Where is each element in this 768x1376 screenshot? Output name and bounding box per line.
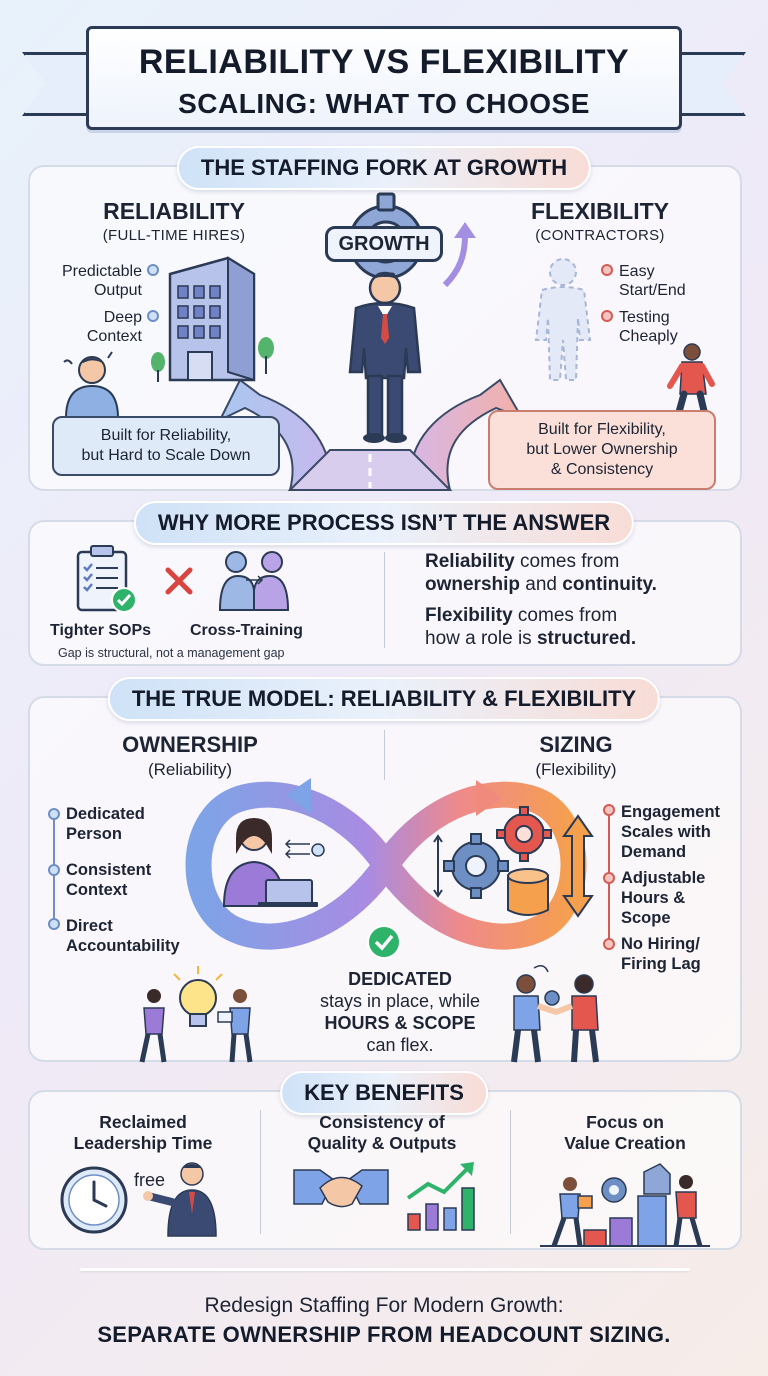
growth-arrow-icon: [442, 222, 476, 288]
cross-icon: [165, 567, 193, 595]
benefit-2-title: Consistency of Quality & Outputs: [307, 1112, 457, 1153]
section-benefits-heading: KEY BENEFITS: [280, 1071, 488, 1115]
section-model-heading: THE TRUE MODEL: RELIABILITY & FLEXIBILIT…: [107, 677, 661, 721]
gears-icon: [433, 806, 594, 918]
ownership-word: ownership: [425, 574, 521, 595]
bullet-dot: [603, 938, 615, 950]
reliability-callout: Built for Reliability, but Hard to Scale…: [52, 416, 280, 476]
building-icon: [151, 256, 274, 382]
builders-icon: [540, 1163, 710, 1247]
flexibility-title: FLEXIBILITY: [531, 198, 669, 224]
flexibility-bullet-2: Testing Cheaply: [619, 309, 678, 345]
bullet-dot: [48, 808, 60, 820]
bullet-dot: [147, 264, 159, 276]
center-text: stays in place, while: [319, 991, 481, 1011]
handshake-people-icon: [511, 965, 599, 1063]
reliability-subtitle: (FULL-TIME HIRES): [102, 227, 246, 244]
statement-text: comes from: [514, 551, 620, 572]
benefits-divider-2: [510, 1110, 511, 1234]
statement-text: how a role is: [425, 628, 537, 649]
flexibility-callout: Built for Flexibility, but Lower Ownersh…: [488, 410, 716, 490]
page-title: RELIABILITY VS FLEXIBILITY: [138, 43, 630, 81]
benefit-3-title: Focus on Value Creation: [564, 1112, 686, 1153]
reliability-title: RELIABILITY: [103, 198, 245, 224]
sizing-item-2: Adjustable Hours & Scope: [621, 869, 706, 927]
structural-gap-note: Gap is structural, not a management gap: [58, 646, 285, 660]
bullet-dot: [48, 864, 60, 876]
bullet-dot: [601, 264, 613, 276]
page-subtitle: SCALING: WHAT TO CHOOSE: [178, 88, 590, 119]
sizing-item-1: Engagement Scales with Demand: [621, 803, 721, 861]
statement-text: and: [520, 574, 563, 595]
title-banner: RELIABILITY VS FLEXIBILITY SCALING: WHAT…: [86, 26, 682, 130]
hours-scope-word: HOURS & SCOPE: [324, 1013, 476, 1033]
infinity-loop: [185, 778, 587, 950]
footer-divider: [80, 1268, 690, 1271]
footer-line-1: Redesign Staffing For Modern Growth:: [204, 1294, 564, 1317]
bullet-dot: [48, 918, 60, 930]
laptop-worker-icon: [222, 818, 325, 907]
ownership-title: OWNERSHIP: [122, 732, 258, 757]
model-center-text: DEDICATED stays in place, while HOURS & …: [290, 968, 510, 1056]
relaxed-leader-icon: [143, 1162, 217, 1237]
reliability-bullet-1: Predictable Output: [61, 263, 142, 299]
cross-training-label: Cross-Training: [190, 622, 303, 639]
flexibility-subtitle: (CONTRACTORS): [535, 227, 665, 244]
bullet-dot: [603, 872, 615, 884]
statement-text: comes from: [512, 605, 618, 626]
section-fork-heading: THE STAFFING FORK AT GROWTH: [176, 146, 592, 190]
lightbulb-icon: [139, 966, 253, 1063]
loop-arrow-left: [286, 778, 311, 814]
handshake-icon: [293, 1169, 389, 1208]
flexibility-word: Flexibility: [425, 605, 513, 626]
tighter-sops-label: Tighter SOPs: [50, 622, 152, 639]
sizing-subtitle: (Flexibility): [535, 760, 617, 779]
center-text: can flex.: [366, 1035, 434, 1055]
stressed-person-icon: [63, 351, 120, 419]
reliability-bullet-2: Deep Context: [86, 309, 142, 345]
benefits-divider-1: [260, 1110, 261, 1234]
ownership-item-3: Direct Accountability: [66, 917, 180, 955]
clipboard-icon: [76, 545, 137, 613]
handoff-icon: [218, 551, 290, 611]
benefit-1-title: Reclaimed Leadership Time: [73, 1112, 213, 1153]
section-process-heading: WHY MORE PROCESS ISN’T THE ANSWER: [133, 501, 635, 545]
reliability-word: Reliability: [425, 551, 515, 572]
bullet-dot: [603, 804, 615, 816]
businessman-icon: [348, 271, 422, 443]
checkmark-icon: [367, 925, 401, 959]
free-tag: free: [134, 1170, 166, 1190]
structured-word: structured.: [536, 628, 637, 649]
sizing-title: SIZING: [539, 732, 613, 757]
bullet-dot: [601, 310, 613, 322]
clock-icon: [60, 1166, 128, 1234]
cylinder-icon: [507, 868, 549, 916]
growth-chart-icon: [406, 1162, 475, 1231]
sizing-item-3: No Hiring/ Firing Lag: [621, 935, 701, 973]
bullet-dot: [147, 310, 159, 322]
loop-arrow-right: [476, 780, 502, 816]
flexibility-statement: Flexibility comes from how a role is str…: [425, 604, 636, 650]
fork-road: [217, 378, 525, 491]
dedicated-word: DEDICATED: [348, 969, 452, 989]
ghost-contractor-icon: [534, 258, 592, 381]
ownership-item-1: Dedicated Person: [66, 805, 145, 843]
ownership-item-2: Consistent Context: [66, 861, 152, 899]
footer-line-2: SEPARATE OWNERSHIP FROM HEADCOUNT SIZING…: [97, 1322, 671, 1347]
reliability-statement: Reliability comes from ownership and con…: [425, 550, 657, 596]
model-divider: [384, 730, 385, 780]
flexibility-bullet-1: Easy Start/End: [619, 263, 686, 299]
continuity-word: continuity.: [562, 574, 657, 595]
ownership-subtitle: (Reliability): [147, 760, 233, 779]
growth-label: GROWTH: [325, 226, 443, 262]
process-divider: [384, 552, 385, 648]
